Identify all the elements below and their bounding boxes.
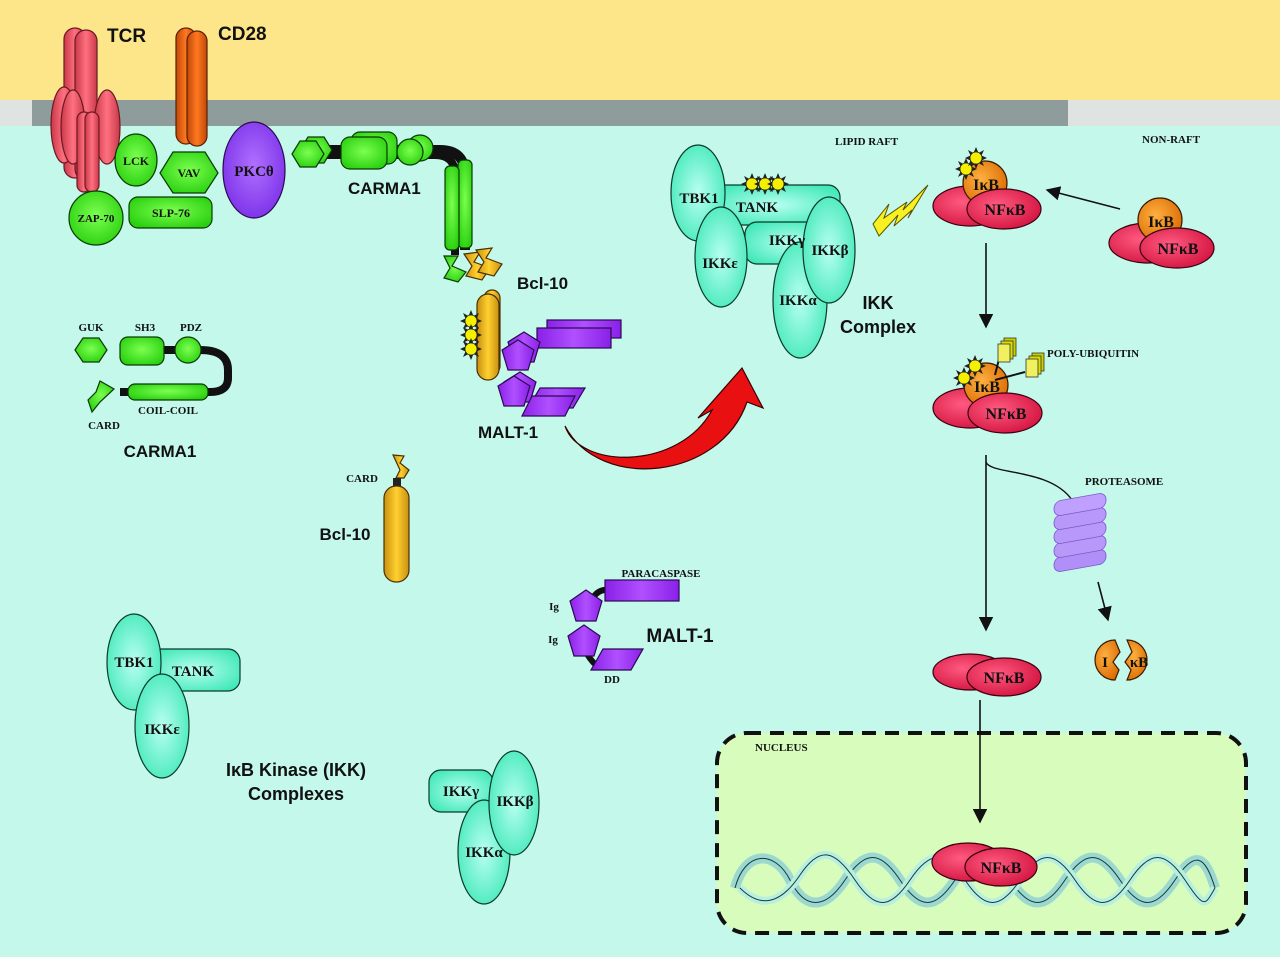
lipid-raft-label: LIPID RAFT — [835, 136, 899, 148]
carma1-protein — [291, 131, 473, 283]
pkc-theta-protein: PKCθ — [222, 121, 286, 219]
malt1-domain-legend — [567, 579, 680, 671]
pkc-theta-label: PKCθ — [234, 164, 274, 180]
ikk-alpha-legend-label: IKKα — [465, 845, 503, 861]
ikk-complexes-title-1: IκB Kinase (IKK) — [226, 760, 366, 780]
nucleus — [715, 731, 1248, 935]
poly-ubiquitin-label: POLY-UBIQUITIN — [1047, 348, 1139, 360]
carma1-domain-legend — [74, 336, 232, 414]
tbk1-label: TBK1 — [679, 191, 718, 207]
lightning-bolt-icon — [872, 184, 929, 237]
ig1-label: Ig — [549, 601, 559, 613]
malt1-protein — [497, 319, 622, 417]
ikk-epsilon-legend-label: IKKε — [144, 722, 180, 738]
ikb-label: IκB — [1148, 214, 1174, 231]
ikk-alpha-beta-gamma-legend — [428, 750, 540, 905]
zap70-protein: ZAP-70 — [68, 190, 124, 246]
slp76-label: SLP-76 — [152, 206, 190, 220]
ikk-complex-title-1: IKK — [863, 293, 894, 313]
pdz-label: PDZ — [180, 322, 202, 334]
ikb-nfkb-non-raft: IκB NFκB — [1108, 197, 1215, 269]
ikk-complex-title-2: Complex — [840, 317, 916, 337]
nucleus-label: NUCLEUS — [755, 742, 808, 754]
tcr-label: TCR — [107, 26, 146, 47]
sh3-label: SH3 — [135, 322, 156, 334]
nuclear-nfkb: NFκB — [931, 842, 1038, 887]
ikk-beta-legend-label: IKKβ — [496, 794, 533, 810]
bcl10-protein — [462, 247, 503, 381]
tcr-receptor — [50, 27, 121, 193]
malt1-label: MALT-1 — [478, 423, 538, 442]
tank-label: TANK — [736, 200, 779, 216]
nfkb-label: NFκB — [986, 406, 1027, 423]
carma1-label: CARMA1 — [348, 179, 421, 198]
tbk1-complex-legend — [106, 613, 241, 779]
lck-label: LCK — [123, 154, 150, 168]
proteasome-icon — [1053, 493, 1107, 572]
degraded-ikb-right: κB — [1130, 655, 1148, 671]
ikk-epsilon-label: IKKε — [702, 256, 738, 272]
ikk-alpha-label: IKKα — [779, 293, 817, 309]
ikk-beta-label: IKKβ — [811, 243, 848, 259]
ikb-nfkb-phosphorylated: IκB NFκB — [932, 146, 1042, 230]
bcl10-domain-legend — [383, 454, 410, 583]
degraded-ikb: I κB — [1094, 639, 1148, 681]
ikk-complexes-title-2: Complexes — [248, 784, 344, 804]
tbk1-legend-label: TBK1 — [114, 655, 153, 671]
vav-protein: VAV — [159, 151, 219, 194]
extracellular-space — [0, 0, 1280, 100]
proteasome-label: PROTEASOME — [1085, 476, 1163, 488]
degradation-arrow — [1097, 581, 1112, 622]
tank-legend-label: TANK — [172, 664, 215, 680]
bcl10-label: Bcl-10 — [517, 274, 568, 293]
nfkb-label: NFκB — [985, 202, 1026, 219]
ikb-label: IκB — [973, 177, 999, 194]
bcl10-legend-title: Bcl-10 — [319, 525, 370, 544]
nfkb-label: NFκB — [981, 860, 1022, 877]
ikk-gamma-legend-label: IKKγ — [443, 784, 479, 800]
coil-coil-label: COIL-COIL — [138, 405, 198, 417]
non-raft-label: NON-RAFT — [1142, 134, 1201, 146]
cd28-receptor — [175, 27, 208, 147]
activation-arrow-icon — [564, 366, 765, 470]
ubiquitin-chain-icon — [997, 337, 1045, 378]
ikk-complex — [670, 144, 856, 359]
lck-protein: LCK — [114, 133, 158, 187]
free-nfkb: NFκB — [932, 653, 1042, 697]
slp76-protein: SLP-76 — [128, 196, 213, 229]
carma1-legend-title: CARMA1 — [124, 442, 197, 461]
zap70-label: ZAP-70 — [78, 213, 115, 225]
degraded-ikb-left: I — [1102, 655, 1108, 671]
recruitment-arrow — [1045, 186, 1121, 210]
dd-label: DD — [604, 674, 620, 686]
nfkb-label: NFκB — [984, 670, 1025, 687]
ikb-nfkb-ubiquitinated: IκB NFκB — [932, 337, 1045, 434]
proteasome-pathway-line — [985, 461, 1073, 501]
ig2-label: Ig — [548, 634, 558, 646]
malt1-legend-title: MALT-1 — [646, 626, 714, 647]
paracaspase-label: PARACASPASE — [621, 568, 700, 580]
card-label: CARD — [88, 420, 120, 432]
cd28-label: CD28 — [218, 24, 267, 45]
vav-label: VAV — [178, 166, 201, 180]
guk-label: GUK — [78, 322, 104, 334]
ikk-gamma-label: IKKγ — [769, 233, 805, 249]
ikb-label: IκB — [974, 379, 1000, 396]
nfkb-label: NFκB — [1158, 241, 1199, 258]
bcl10-card-label: CARD — [346, 473, 378, 485]
